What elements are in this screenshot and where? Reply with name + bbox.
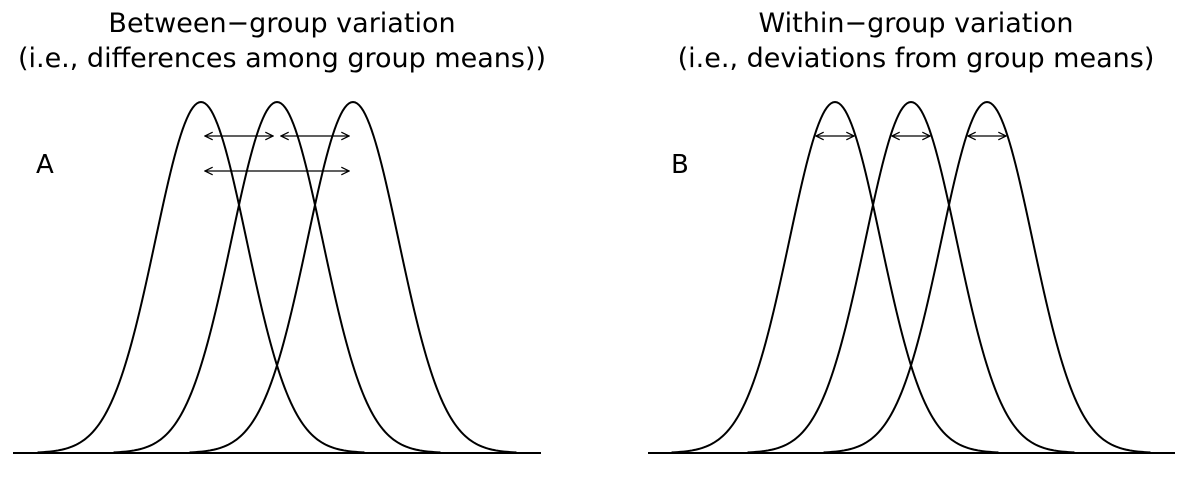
panel-b: Within−group variation (i.e., deviations… [648, 8, 1175, 454]
group-3-distribution-curve [189, 100, 517, 454]
panel-b-title-line1: Within−group variation [759, 8, 1074, 39]
panel-b-label: B [671, 150, 689, 180]
group-1-distribution-curve [37, 100, 365, 454]
group-2-distribution-curve [113, 100, 441, 454]
panel-a-label: A [36, 150, 54, 180]
panel-b-title-line2: (i.e., deviations from group means) [678, 43, 1155, 74]
group-1-distribution-curve [671, 100, 999, 454]
panel-a: Between−group variation (i.e., differenc… [13, 8, 546, 454]
group-3-distribution-curve [823, 100, 1151, 454]
panel-a-title-line1: Between−group variation [108, 8, 455, 39]
panel-a-curves [37, 100, 517, 454]
panel-b-curves [671, 100, 1151, 454]
panel-a-title-line2: (i.e., differences among group means)) [18, 43, 546, 74]
panel-a-arrows [205, 136, 349, 171]
group-2-distribution-curve [747, 100, 1075, 454]
